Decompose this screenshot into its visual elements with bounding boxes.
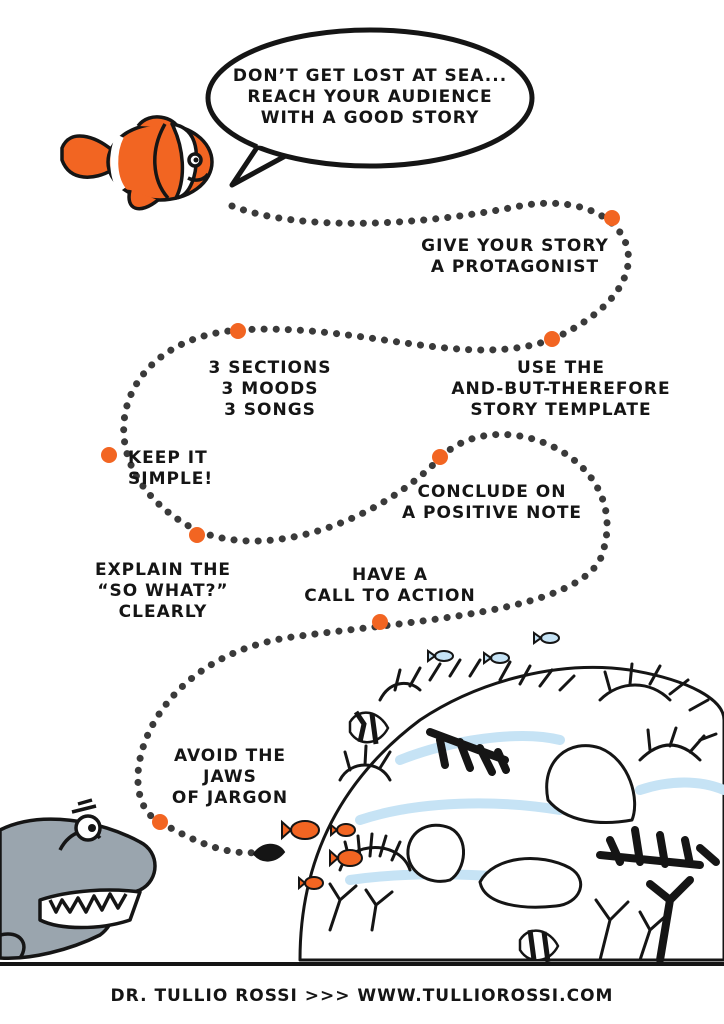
milestone-dot <box>604 210 620 226</box>
tip-protagonist: GIVE YOUR STORY A PROTAGONIST <box>421 236 609 277</box>
tip-so-what: EXPLAIN THE “SO WHAT?” CLEARLY <box>94 560 232 622</box>
speech-bubble-text: DON’T GET LOST AT SEA... REACH YOUR AUDI… <box>232 66 508 128</box>
shark-illustration <box>0 798 157 961</box>
milestone-dot <box>544 331 560 347</box>
tip-keep-simple: KEEP IT SIMPLE! <box>128 448 214 489</box>
milestone-dot <box>230 323 246 339</box>
dotted-path <box>120 199 632 857</box>
small-fish-illustrations <box>252 631 560 963</box>
milestone-dot <box>152 814 168 830</box>
milestone-dot <box>101 447 117 463</box>
milestones <box>101 210 620 830</box>
clownfish-illustration <box>60 115 214 211</box>
coral-reef-illustration <box>298 658 724 964</box>
footer-website[interactable]: WWW.TULLIOROSSI.COM <box>357 986 614 1006</box>
footer-credit: DR. TULLIO ROSSI >>> WWW.TULLIOROSSI.COM <box>0 986 724 1006</box>
milestone-dot <box>372 614 388 630</box>
footer-separator: >>> <box>304 986 351 1006</box>
speech-bubble <box>205 27 535 188</box>
footer-author: DR. TULLIO ROSSI <box>110 986 298 1006</box>
milestone-dot <box>189 527 205 543</box>
milestone-dot <box>432 449 448 465</box>
tip-positive-note: CONCLUDE ON A POSITIVE NOTE <box>401 482 583 523</box>
tip-call-to-action: HAVE A CALL TO ACTION <box>304 565 476 606</box>
tip-and-but-therefore: USE THE AND-BUT-THEREFORE STORY TEMPLATE <box>451 358 671 420</box>
tip-three-sections: 3 SECTIONS 3 MOODS 3 SONGS <box>208 358 332 420</box>
tip-jaws-of-jargon: AVOID THE JAWS OF JARGON <box>171 746 289 808</box>
